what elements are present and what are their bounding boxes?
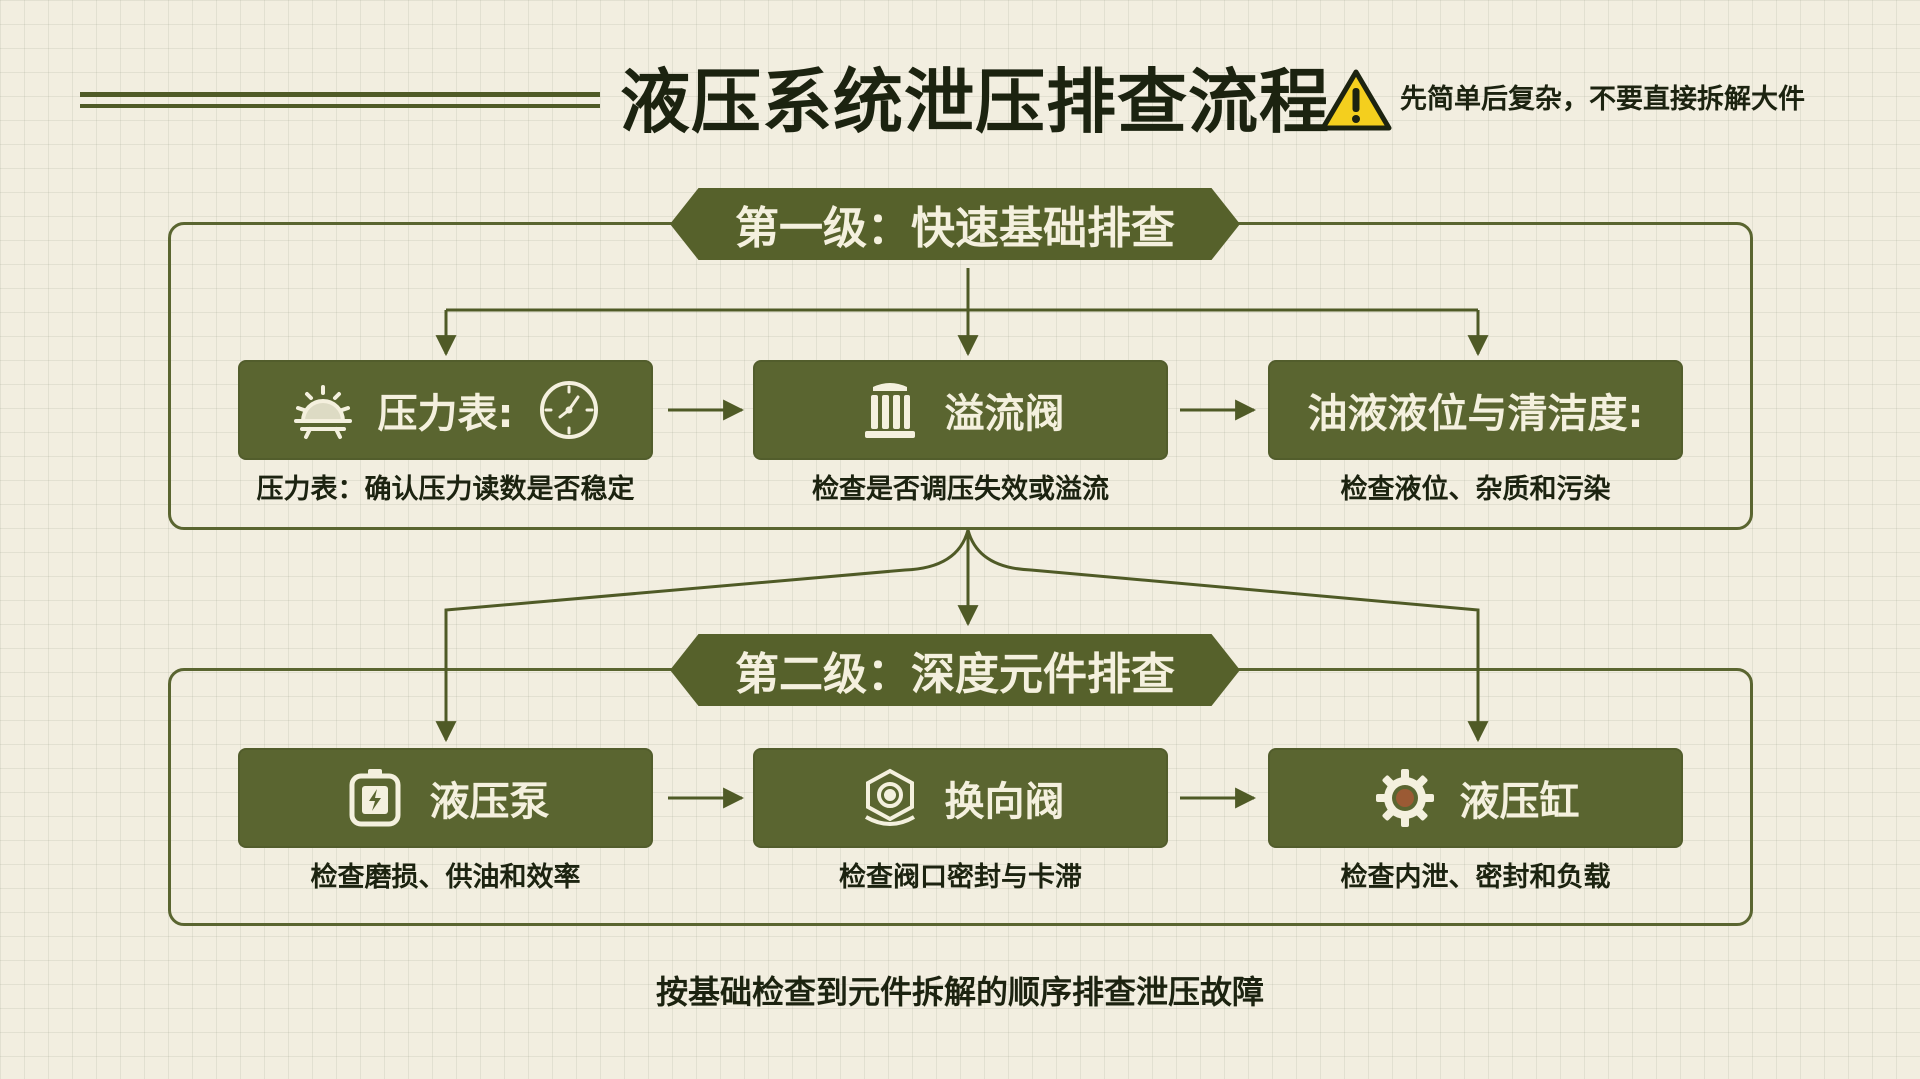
step-description: 检查内泄、密封和负载 <box>1340 862 1611 893</box>
step-label: 油液液位与清洁度: <box>1307 391 1644 437</box>
level2-banner: 第二级：深度元件排查 <box>670 634 1240 706</box>
valve-icon <box>857 377 923 443</box>
step-relief-valve: 溢流阀 <box>753 360 1168 460</box>
step-description: 检查磨损、供油和效率 <box>310 862 581 893</box>
level1-banner: 第一级：快速基础排查 <box>670 188 1240 260</box>
step-label: 液压泵 <box>429 779 550 825</box>
directional-valve-icon <box>857 765 923 831</box>
warning-text: 先简单后复杂，不要直接拆解大件 <box>1400 84 1805 115</box>
step-hydraulic-cylinder: 液压缸 <box>1268 748 1683 848</box>
step-label: 溢流阀 <box>944 391 1065 437</box>
step-pressure-gauge: 压力表: <box>238 360 653 460</box>
step-description: 检查是否调压失效或溢流 <box>812 474 1109 505</box>
sun-gauge-icon <box>290 377 356 443</box>
pump-icon <box>342 765 408 831</box>
step-oil-level: 油液液位与清洁度: <box>1268 360 1683 460</box>
warning-icon <box>1320 68 1392 132</box>
page-title: 液压系统泄压排查流程 <box>620 61 1330 143</box>
step-description: 检查液位、杂质和污染 <box>1340 474 1611 505</box>
title-decoration-lines <box>80 92 600 110</box>
step-hydraulic-pump: 液压泵 <box>238 748 653 848</box>
gear-cylinder-icon <box>1372 765 1438 831</box>
step-directional-valve: 换向阀 <box>753 748 1168 848</box>
step-description: 压力表：确认压力读数是否稳定 <box>256 474 635 505</box>
footer-note: 按基础检查到元件拆解的顺序排查泄压故障 <box>655 973 1264 1011</box>
step-label: 换向阀 <box>944 779 1065 825</box>
step-description: 检查阀口密封与卡滞 <box>839 862 1082 893</box>
step-label: 液压缸 <box>1459 779 1580 825</box>
step-label: 压力表: <box>377 391 514 437</box>
clock-gauge-icon <box>536 377 602 443</box>
